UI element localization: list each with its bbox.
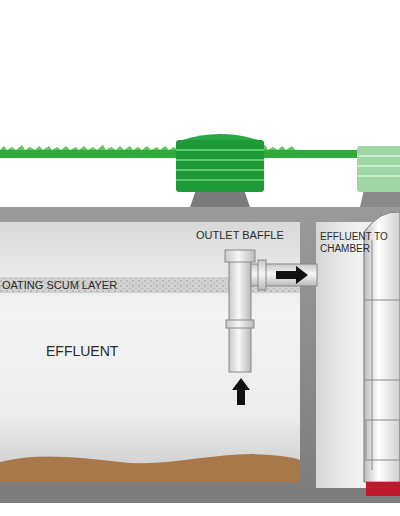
pump-base xyxy=(366,482,400,496)
sludge-layer xyxy=(0,454,300,482)
riser-neck xyxy=(190,190,250,207)
flow-arrow xyxy=(276,266,308,284)
flow-arrow xyxy=(232,378,250,405)
layer-label: EFFLUENT xyxy=(46,343,118,359)
part-label: EFFLUENT TO CHAMBER xyxy=(320,231,390,254)
tank-wall xyxy=(0,207,400,503)
part-label: OUTLET BAFFLE xyxy=(196,229,284,242)
chamber-riser xyxy=(357,146,400,192)
layer-label: OATING SCUM LAYER xyxy=(2,279,117,292)
tank-interior xyxy=(0,222,300,482)
riser xyxy=(176,140,264,192)
baffle-pipe xyxy=(229,260,251,372)
riser-lid xyxy=(182,134,258,140)
